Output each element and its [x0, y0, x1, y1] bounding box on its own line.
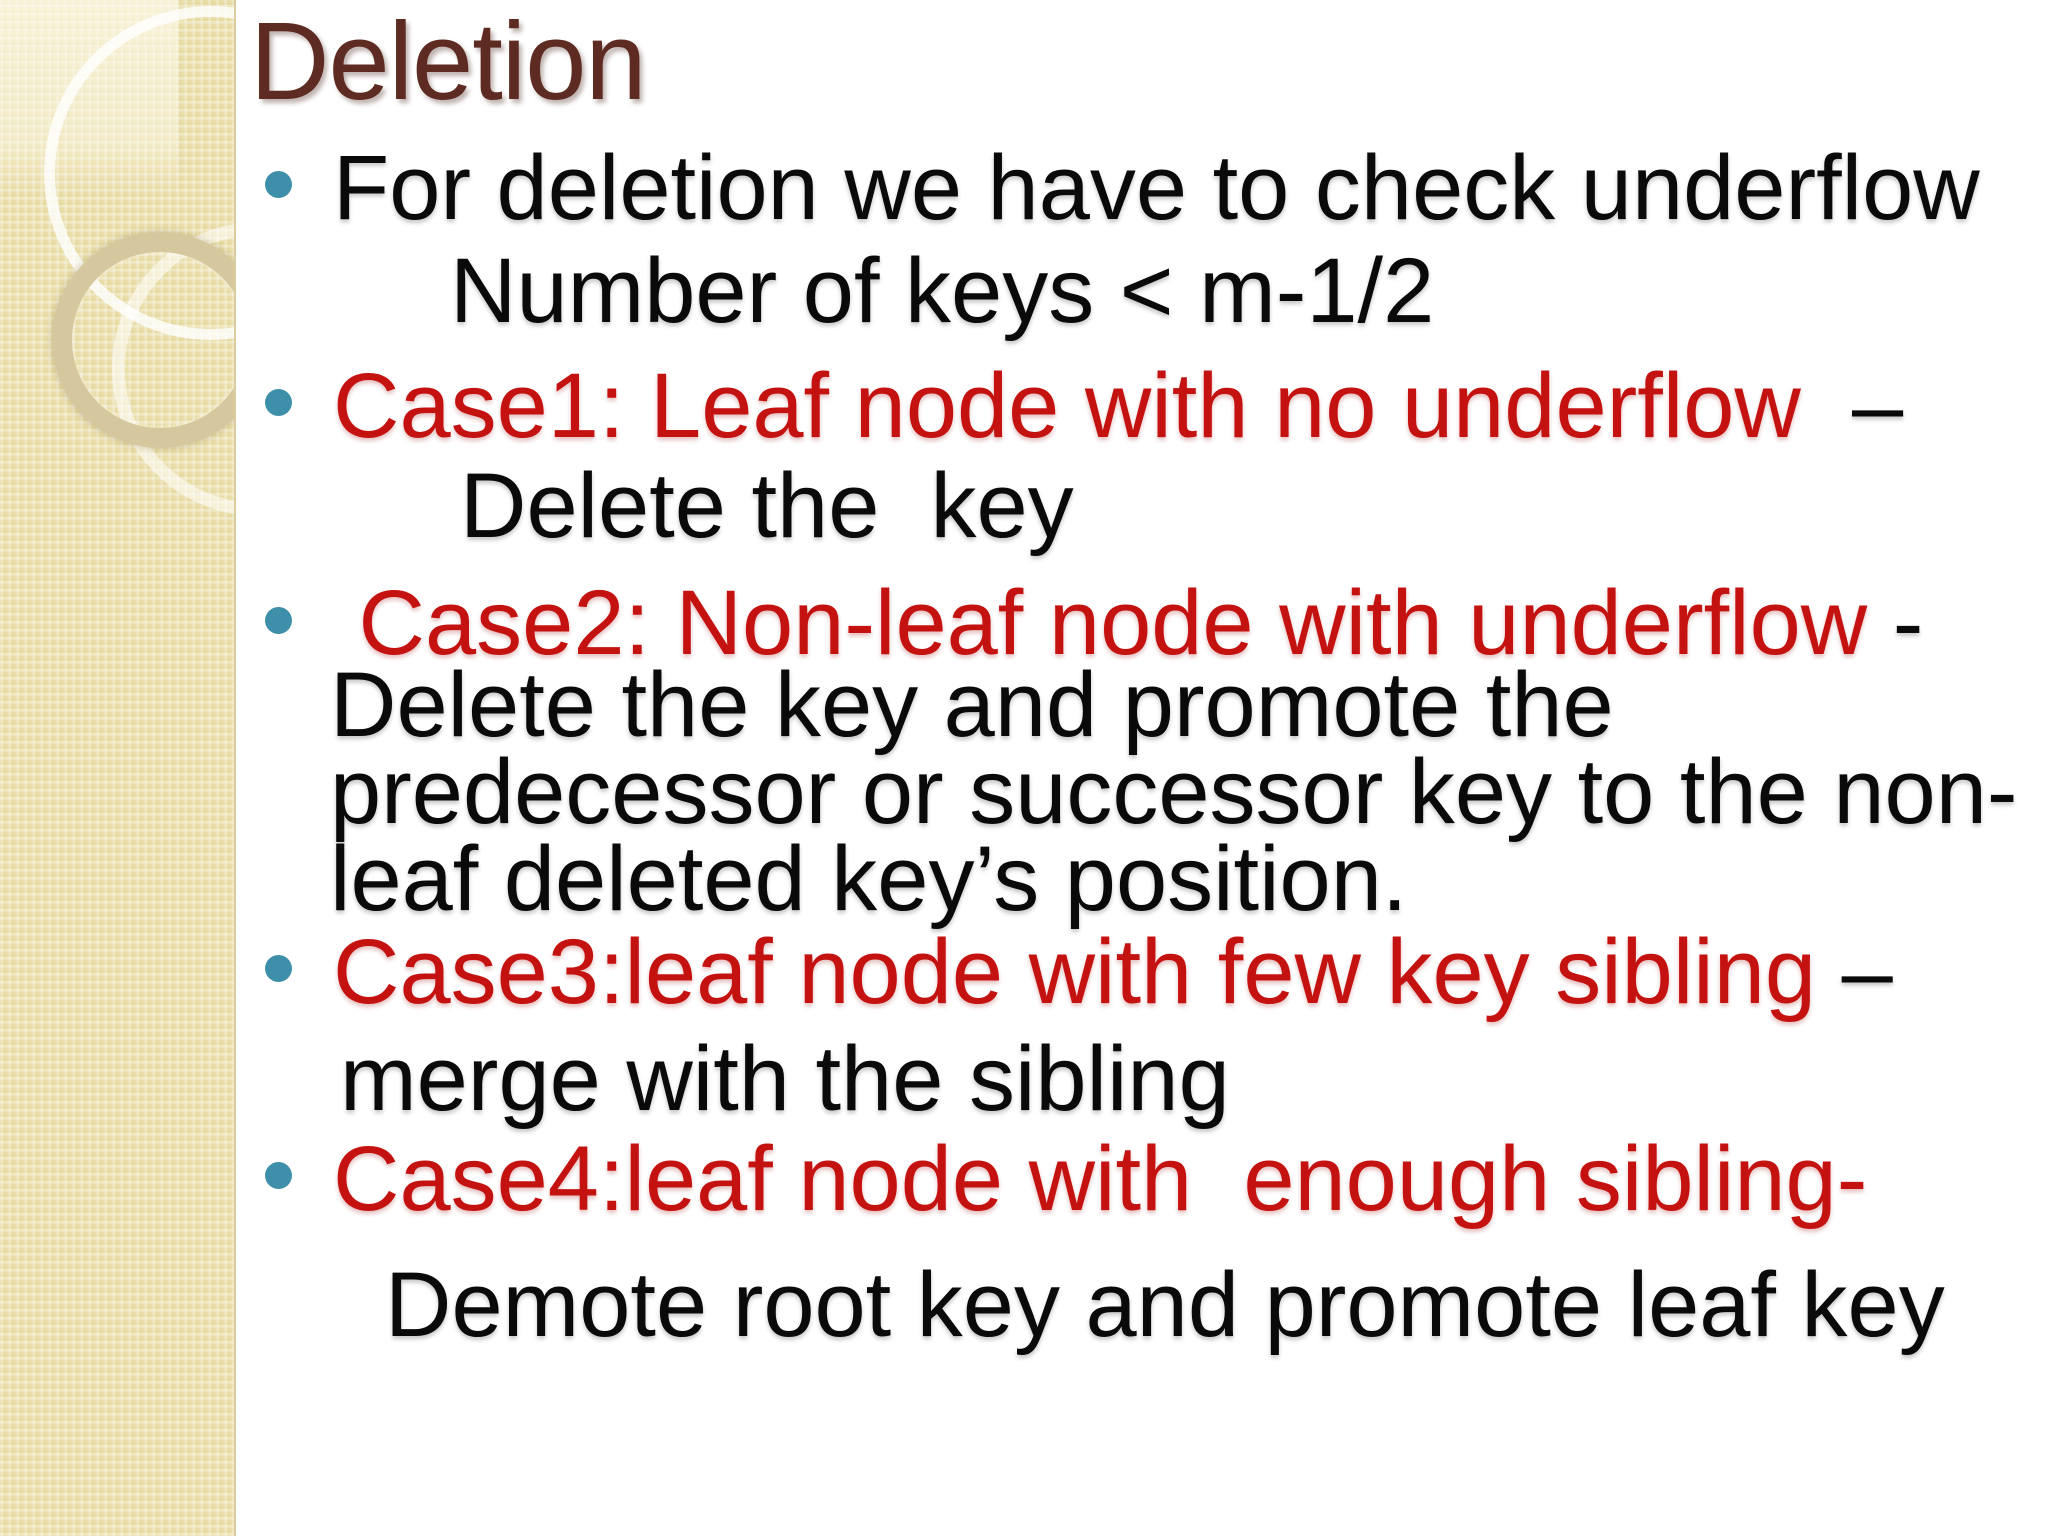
bullet-dot-icon [265, 607, 292, 634]
sub-line-demote-root-key: Demote root key and promote leaf key [385, 1254, 1945, 1356]
bullet-row-5: Case4:leaf node with enough sibling- [236, 1130, 2048, 1228]
bullet-row-3-text: Case2: Non-leaf node with underflow [333, 572, 1868, 674]
bullet-row-2: Case1: Leaf node with no underflow – [236, 357, 2048, 455]
slide-body: Deletion For deletion we have to check u… [236, 0, 2048, 1536]
description-line: leaf deleted key’s position. [330, 828, 1408, 930]
bullet-row-3-dash: - [1867, 572, 1924, 674]
bullet-row-4: Case3:leaf node with few key sibling – [236, 923, 2048, 1021]
bullet-row-3: Case2: Non-leaf node with underflow - [236, 577, 2048, 669]
decorative-sidebar [0, 0, 236, 1536]
bullet-row-1-text: For deletion we have to check underflow [333, 137, 1980, 239]
sub-line-delete-the-key: Delete the key [460, 455, 1074, 557]
bullet-row-3-line: Case2: Non-leaf node with underflow - [333, 577, 1924, 669]
description-line: predecessor or successor key to the non- [330, 741, 2018, 843]
bullet-row-1: For deletion we have to check underflow [236, 139, 2048, 237]
bullet-row-1-line: For deletion we have to check underflow [333, 139, 1980, 237]
bullet-row-5-line: Case4:leaf node with enough sibling- [333, 1130, 1867, 1228]
bullet-dot-icon [265, 955, 292, 982]
sub-line-number-of-keys: Number of keys < m-1/2 [450, 240, 1435, 342]
sub-line-merge-with-sibling: merge with the sibling [340, 1028, 1230, 1130]
description-line: Delete the key and promote the [330, 654, 1614, 756]
bullet-row-3-description: Delete the key and promote the predecess… [330, 654, 2048, 930]
bullet-row-5-text: Case4:leaf node with enough sibling- [333, 1128, 1868, 1230]
bullet-row-2-text: Case1: Leaf node with no underflow [333, 355, 1801, 457]
bullet-row-4-dash: – [1816, 921, 1893, 1023]
bullet-dot-icon [265, 389, 292, 416]
bullet-dot-icon [265, 1162, 292, 1189]
bullet-dot-icon [265, 171, 292, 198]
bullet-row-4-text: Case3:leaf node with few key sibling [333, 921, 1817, 1023]
bullet-row-2-dash: – [1800, 355, 1904, 457]
bullet-row-4-line: Case3:leaf node with few key sibling – [333, 923, 1893, 1021]
bullet-row-2-line: Case1: Leaf node with no underflow – [333, 357, 1903, 455]
slide-title: Deletion [250, 0, 647, 123]
